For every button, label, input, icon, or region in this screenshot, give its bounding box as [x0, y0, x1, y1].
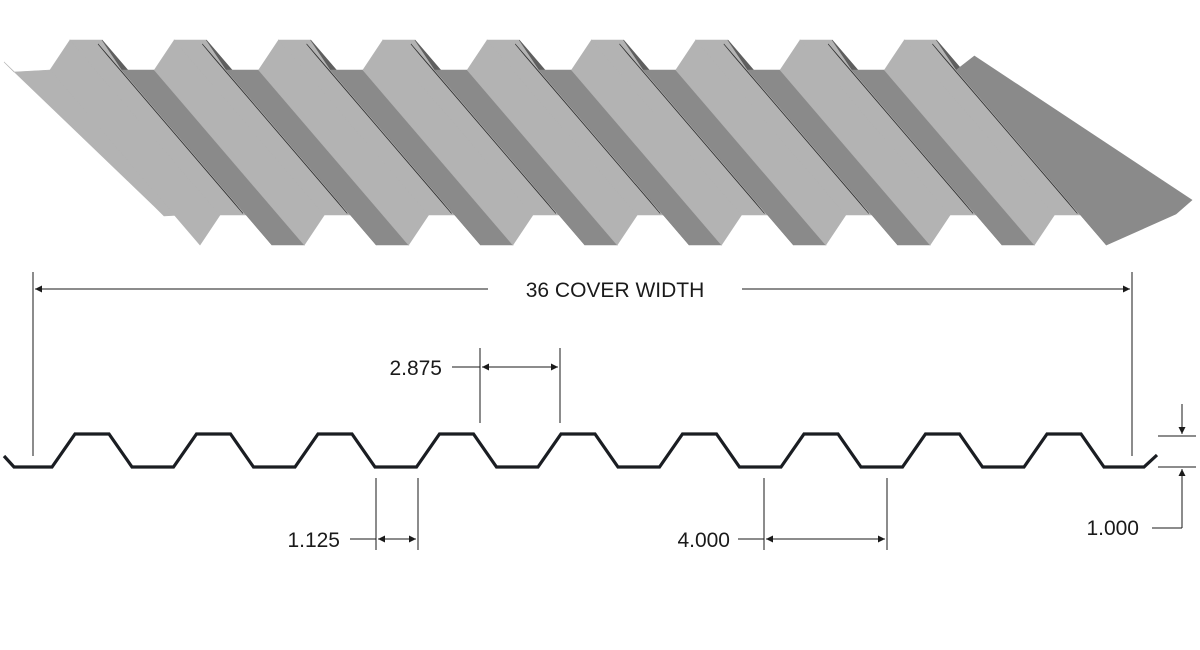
rib-height-label: 1.000	[1086, 517, 1139, 540]
rib-spacing-dimension: 4.000	[677, 478, 888, 552]
rib-shadow	[97, 43, 244, 214]
flat-bottom-label: 1.125	[287, 529, 340, 552]
rib-shadow	[202, 43, 348, 214]
panel-profile-outline	[2, 432, 1159, 469]
cover-width-label: 36 COVER WIDTH	[526, 279, 705, 302]
rib-spacing-label: 4.000	[677, 529, 730, 552]
cover-width-dimension: 36 COVER WIDTH	[32, 272, 1133, 456]
panel-3d-illustration	[3, 39, 1193, 246]
rib-shadow	[514, 43, 661, 214]
rib-top-dimension: 2.875	[389, 348, 561, 423]
rib-height-dimension: 1.000	[1086, 404, 1196, 540]
rib-shadow	[306, 43, 452, 214]
rib-shadow	[410, 43, 557, 214]
rib-shadow	[619, 43, 765, 214]
rib-shadow	[723, 43, 870, 214]
flat-bottom-dimension: 1.125	[287, 478, 419, 552]
rib-top-label: 2.875	[389, 357, 442, 380]
rib-shadow	[827, 43, 974, 214]
panel-edge-lip	[955, 55, 1193, 246]
rib-shadow	[932, 43, 1078, 214]
